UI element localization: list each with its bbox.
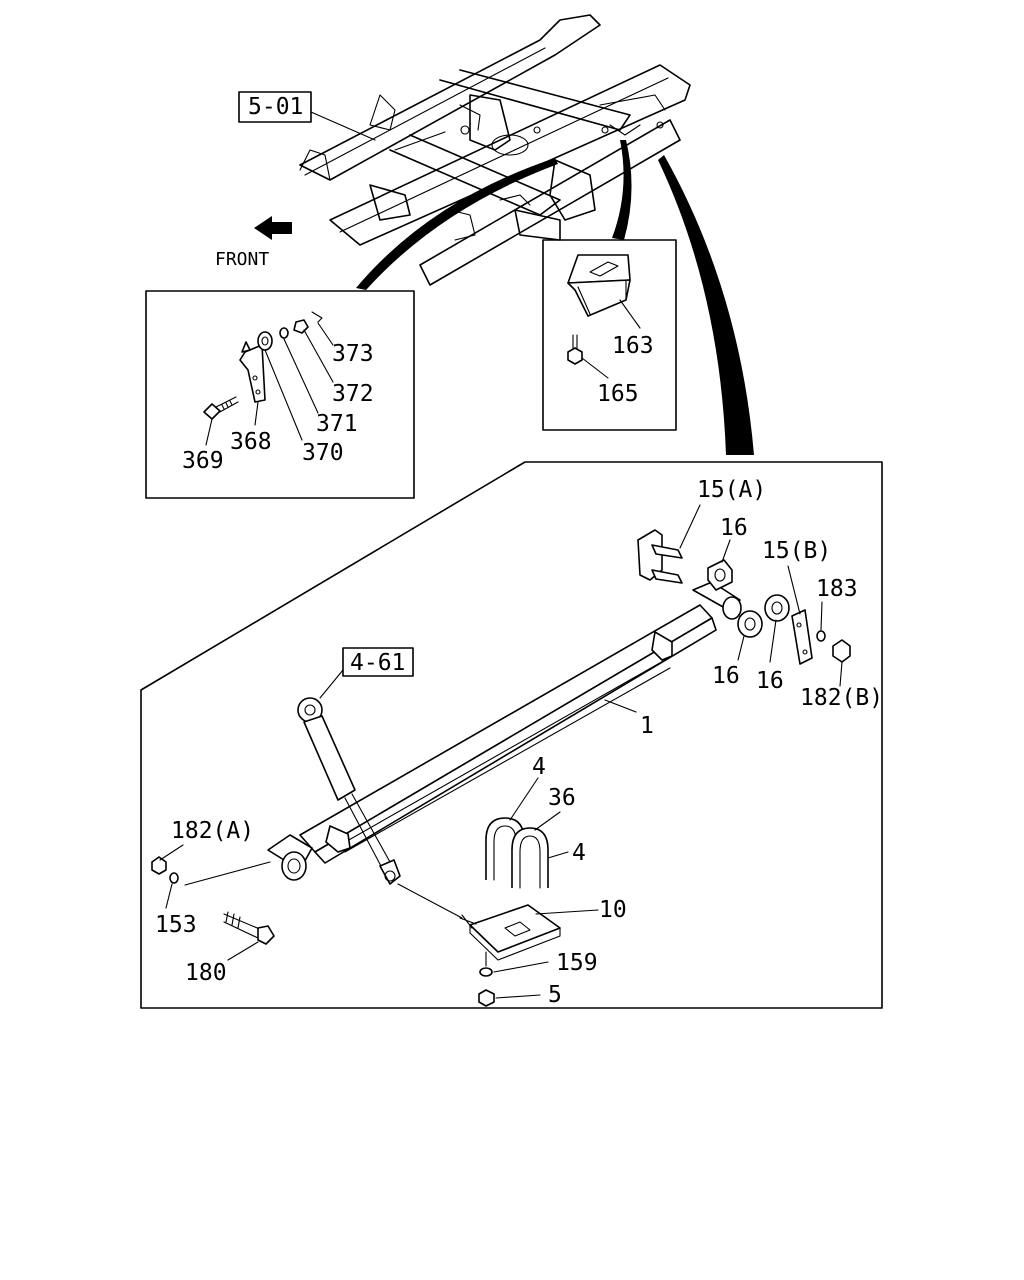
label-5: 5 bbox=[548, 982, 562, 1008]
label-4-top: 4 bbox=[532, 754, 546, 780]
label-182b: 182(B) bbox=[800, 685, 883, 711]
label-16-left: 16 bbox=[712, 663, 740, 689]
label-10: 10 bbox=[599, 897, 627, 923]
label-183: 183 bbox=[816, 576, 858, 602]
label-368: 368 bbox=[230, 429, 272, 455]
label-370: 370 bbox=[302, 440, 344, 466]
label-159: 159 bbox=[556, 950, 598, 976]
front-hardware-drawing bbox=[151, 856, 275, 945]
bumper-drawing bbox=[567, 254, 631, 365]
bracket-drawing bbox=[203, 311, 323, 420]
leaf-spring-drawing bbox=[267, 529, 851, 881]
ref-box-shock bbox=[342, 647, 414, 677]
label-15a: 15(A) bbox=[697, 477, 766, 503]
label-180: 180 bbox=[185, 960, 227, 986]
u-bolt-drawing bbox=[459, 817, 561, 1007]
label-16-top: 16 bbox=[720, 515, 748, 541]
ref-box-frame bbox=[238, 91, 312, 123]
spring-panel-border bbox=[140, 461, 883, 1009]
front-arrow-icon bbox=[254, 216, 292, 240]
label-182a: 182(A) bbox=[171, 818, 254, 844]
label-373: 373 bbox=[332, 341, 374, 367]
label-369: 369 bbox=[182, 448, 224, 474]
chassis-frame-drawing bbox=[299, 14, 691, 286]
callout-swoop-spring bbox=[658, 155, 754, 455]
label-1: 1 bbox=[640, 713, 654, 739]
label-165: 165 bbox=[597, 381, 639, 407]
label-36: 36 bbox=[548, 785, 576, 811]
ref-frame-label: 5-01 bbox=[248, 94, 303, 120]
front-label: FRONT bbox=[215, 249, 269, 270]
label-4-right: 4 bbox=[572, 840, 586, 866]
label-16-right: 16 bbox=[756, 668, 784, 694]
ref-shock-label: 4-61 bbox=[350, 650, 405, 676]
callout-swoop-bumper bbox=[612, 140, 632, 240]
shock-absorber-drawing bbox=[297, 697, 401, 885]
bracket-inset-box bbox=[145, 290, 415, 499]
label-372: 372 bbox=[332, 381, 374, 407]
label-371: 371 bbox=[316, 411, 358, 437]
bumper-inset-box bbox=[542, 239, 677, 431]
callout-swoop-bracket bbox=[356, 158, 558, 290]
label-163: 163 bbox=[612, 333, 654, 359]
label-15b: 15(B) bbox=[762, 538, 831, 564]
label-153: 153 bbox=[155, 912, 197, 938]
